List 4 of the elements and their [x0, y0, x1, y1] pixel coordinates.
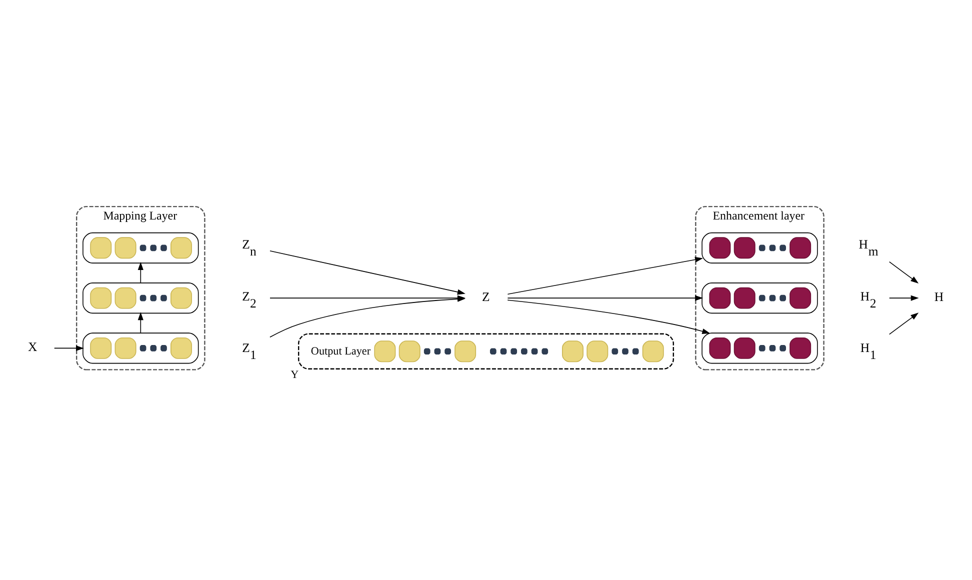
node-text: X — [28, 340, 38, 354]
node-label: Y — [290, 368, 299, 380]
node-text: Z — [482, 290, 490, 304]
node-text: H — [934, 290, 944, 304]
